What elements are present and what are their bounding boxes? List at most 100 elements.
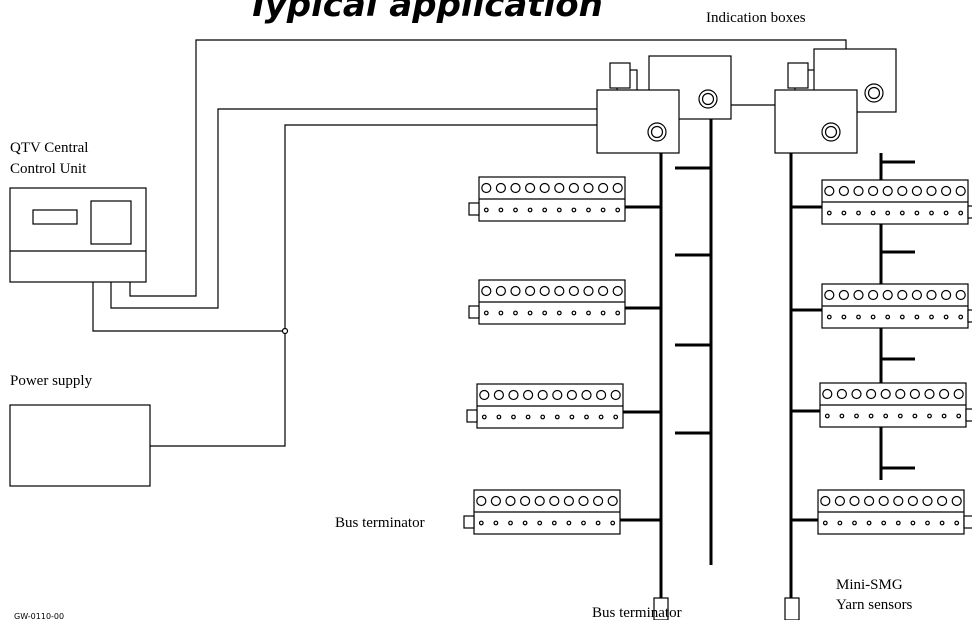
yarn-eyelet	[955, 185, 966, 197]
yarn-eyelet	[519, 495, 531, 507]
yarn-eyelet	[880, 388, 891, 400]
sensor-dot	[958, 314, 964, 320]
yarn-eyelet	[583, 182, 594, 194]
yarn-eyelet	[897, 289, 908, 301]
sensor-connector-tab	[965, 408, 972, 422]
yarn-eyelet	[510, 182, 521, 194]
sensor-dot	[556, 207, 562, 213]
cable-to-far-indication-box	[129, 39, 847, 297]
sensor-dot	[569, 414, 575, 420]
sensor-dot	[912, 413, 918, 419]
yarn-eyelet	[597, 285, 609, 297]
sensor-dot	[895, 520, 901, 526]
sensor-dot	[513, 207, 518, 213]
sensor-dot	[885, 314, 891, 320]
yarn-eyelet	[867, 289, 879, 301]
yarn-eyelet	[922, 495, 933, 507]
indication-box-group-right	[774, 48, 897, 154]
sensor-dot	[841, 314, 847, 320]
power-supply-box	[9, 404, 151, 487]
yarn-eyelet	[607, 495, 618, 507]
yarn-eyelet	[851, 388, 862, 400]
sensors-label-line2: Yarn sensors	[836, 597, 913, 613]
yarn-eyelet	[597, 182, 609, 194]
sensor-dot	[598, 414, 604, 420]
junction-dot	[281, 327, 289, 335]
sensor-dot	[586, 207, 591, 213]
sensor-dot	[478, 520, 484, 526]
sensor-dot	[511, 414, 516, 420]
yarn-eyelet	[865, 388, 877, 400]
sensor-dot	[870, 210, 876, 216]
sensor-dot	[914, 210, 920, 216]
sensor-dot	[881, 520, 887, 526]
yarn-eyelet	[924, 388, 935, 400]
yarn-eyelet	[822, 388, 833, 400]
yarn-eyelet	[849, 495, 860, 507]
central-unit-label-line2: Control Unit	[10, 161, 87, 177]
yarn-eyelet	[479, 389, 490, 401]
indication-box	[774, 89, 858, 154]
yarn-eyelet	[824, 185, 835, 197]
sensor-dot	[956, 413, 962, 419]
sensor-dot	[498, 207, 504, 213]
yarn-sensor-array	[463, 176, 972, 535]
sensor-dot	[584, 414, 589, 420]
yarn-sensor	[821, 283, 972, 329]
sensor-dot	[571, 310, 577, 316]
sensor-dot	[929, 210, 934, 216]
yarn-eyelet	[549, 495, 560, 507]
sensor-dot	[483, 207, 489, 213]
sensor-dot	[868, 413, 874, 419]
yarn-eyelet	[490, 495, 501, 507]
sensor-dot	[600, 310, 606, 316]
yarn-eyelet	[595, 389, 607, 401]
yarn-eyelet	[495, 285, 506, 297]
yarn-sensor	[466, 383, 624, 429]
sensor-dot	[910, 520, 916, 526]
yarn-eyelet	[612, 182, 623, 194]
yarn-eyelet	[552, 389, 563, 401]
indication-box	[596, 89, 680, 154]
sensor-dot	[899, 210, 905, 216]
yarn-eyelet	[951, 495, 962, 507]
yarn-eyelet	[568, 182, 580, 194]
yarn-eyelet	[539, 285, 550, 297]
sensor-dot	[586, 310, 591, 316]
bus-terminator	[653, 597, 669, 620]
sensor-dot	[498, 310, 504, 316]
indication-box-group-left	[596, 55, 732, 154]
sensor-dot	[856, 210, 861, 216]
sensor-dot	[899, 314, 905, 320]
yarn-eyelet	[583, 285, 594, 297]
yarn-eyelet	[863, 495, 875, 507]
sensor-dot	[595, 520, 601, 526]
yarn-eyelet	[481, 182, 492, 194]
yarn-eyelet	[926, 185, 937, 197]
yarn-eyelet	[610, 389, 621, 401]
sensor-dot	[566, 520, 572, 526]
yarn-eyelet	[940, 185, 952, 197]
yarn-eyelet	[563, 495, 575, 507]
sensor-dot	[610, 520, 616, 526]
yarn-eyelet	[911, 289, 923, 301]
sensor-dot	[496, 414, 502, 420]
sensor-dot	[954, 520, 960, 526]
yarn-eyelet	[909, 388, 921, 400]
sensor-connector-tab	[463, 515, 475, 529]
sensor-dot	[826, 314, 832, 320]
yarn-eyelet	[867, 185, 879, 197]
yarn-eyelet	[893, 495, 904, 507]
yarn-eyelet	[554, 182, 565, 194]
yarn-eyelet	[493, 389, 504, 401]
yarn-eyelet	[534, 495, 545, 507]
yarn-eyelet	[539, 182, 550, 194]
yarn-eyelet	[508, 389, 519, 401]
yarn-eyelet	[537, 389, 548, 401]
sensor-dot	[841, 210, 847, 216]
yarn-eyelet	[878, 495, 889, 507]
sensor-dot	[852, 520, 857, 526]
yarn-eyelet	[566, 389, 578, 401]
sensor-dot	[542, 310, 548, 316]
